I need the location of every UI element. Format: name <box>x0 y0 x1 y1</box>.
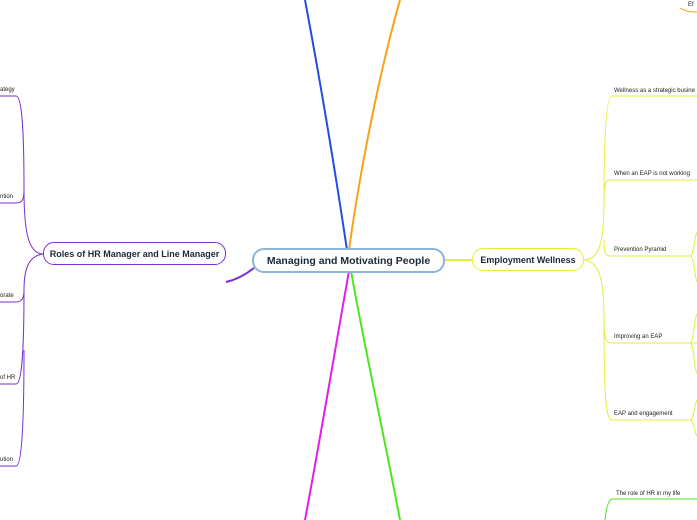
subtopic-roles-1[interactable]: ategy <box>0 87 15 93</box>
green-branch-line <box>350 270 401 520</box>
central-topic[interactable]: Managing and Motivating People <box>252 248 445 273</box>
subtopic-prevention-pyramid[interactable]: Prevention Pyramid <box>614 247 667 253</box>
subtopic-improving-eap[interactable]: Improving an EAP <box>614 334 663 340</box>
magenta-branch-line <box>304 270 350 520</box>
subtopic-wellness-strategic[interactable]: Wellness as a strategic busine <box>614 88 695 94</box>
subtopic-hr-in-my-life[interactable]: The role of HR in my life <box>616 491 681 497</box>
subtopic-top-right[interactable]: Ef <box>688 2 694 8</box>
subtopic-roles-4[interactable]: of HR <box>0 375 16 381</box>
subtopic-eap-engagement[interactable]: EAP and engagement <box>614 411 673 417</box>
subtopic-roles-3[interactable]: orate <box>0 293 14 299</box>
subtopic-eap-not-working[interactable]: When an EAP is not working <box>614 171 690 177</box>
subtopic-roles-2[interactable]: ntion <box>0 194 14 200</box>
topic-employment-wellness[interactable]: Employment Wellness <box>472 248 584 271</box>
roles-branch-line <box>225 267 255 283</box>
orange-branch-line <box>348 0 401 251</box>
topic-hr-roles[interactable]: Roles of HR Manager and Line Manager <box>43 242 226 265</box>
blue-branch-line <box>304 0 348 251</box>
subtopic-roles-5[interactable]: ution <box>0 457 14 463</box>
